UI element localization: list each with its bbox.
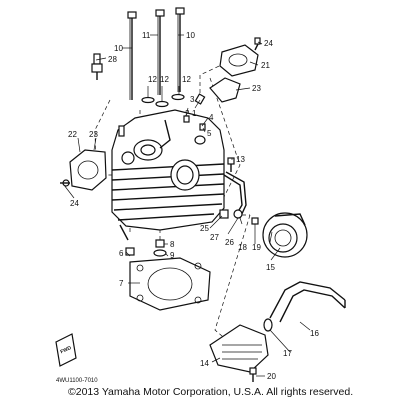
callout-6: 6	[119, 249, 124, 258]
callout-16: 16	[310, 329, 319, 338]
bolt-13	[227, 157, 235, 172]
callout-2: 2	[185, 109, 190, 118]
bolts-lower-right	[219, 209, 259, 225]
callout-numbers: 10 11 10 28 12 12 12 3 2 1 4 5 24 21 23 …	[68, 31, 319, 381]
cylinder-head	[111, 109, 225, 231]
callout-4: 4	[209, 113, 214, 122]
bolt-20	[249, 367, 257, 382]
callout-3: 3	[190, 95, 195, 104]
callout-7: 7	[119, 279, 124, 288]
callout-27: 27	[210, 233, 219, 242]
o-ring-9	[153, 249, 167, 257]
callout-24-top: 24	[264, 39, 273, 48]
washers	[141, 93, 185, 108]
callout-14: 14	[200, 359, 209, 368]
callout-10-left: 10	[114, 44, 123, 53]
head-bolt-right	[175, 7, 185, 92]
head-bolt-mid	[155, 9, 165, 95]
callout-18: 18	[238, 243, 247, 252]
callout-12-b: 12	[160, 75, 169, 84]
callout-12-a: 12	[148, 75, 157, 84]
callout-1: 1	[192, 109, 197, 118]
intake-joint	[219, 44, 259, 77]
spark-plug	[91, 53, 103, 80]
callout-17: 17	[283, 349, 292, 358]
callout-25: 25	[200, 224, 209, 233]
tappet-cover	[209, 324, 269, 373]
hose-clamp	[263, 318, 273, 332]
callout-10-right: 10	[186, 31, 195, 40]
callout-13: 13	[236, 155, 245, 164]
callout-12-c: 12	[182, 75, 191, 84]
small-bolts-top	[118, 93, 206, 137]
oil-filter-cover	[262, 212, 308, 258]
dowel-6	[125, 247, 135, 256]
bolt-24-top	[254, 37, 261, 51]
callout-23-top: 23	[252, 84, 261, 93]
lower-bolt	[119, 224, 129, 241]
intake-gasket	[209, 77, 241, 103]
callout-11: 11	[142, 31, 151, 40]
callout-9: 9	[170, 251, 175, 260]
copyright-notice: ©2013 Yamaha Motor Corporation, U.S.A. A…	[68, 386, 353, 398]
callout-8: 8	[170, 240, 175, 249]
callout-21: 21	[261, 61, 270, 70]
dowel-8	[155, 239, 165, 248]
callout-19: 19	[252, 243, 261, 252]
fwd-label: FWD	[60, 345, 73, 355]
callout-20: 20	[267, 372, 276, 381]
callout-24-left: 24	[70, 199, 79, 208]
callout-26: 26	[225, 238, 234, 247]
oil-hose	[269, 281, 346, 323]
side-cover	[62, 149, 107, 191]
callout-15: 15	[266, 263, 275, 272]
callout-5: 5	[207, 129, 212, 138]
leader-lines	[63, 34, 311, 377]
callout-28: 28	[108, 55, 117, 64]
callout-23-left: 23	[89, 130, 98, 139]
fwd-arrow-icon: FWD	[55, 333, 77, 367]
cylinder-head-gasket	[129, 257, 211, 311]
part-code: 4WU1100-7010	[56, 378, 98, 384]
callout-22: 22	[68, 130, 77, 139]
head-bolt-left	[127, 11, 137, 100]
